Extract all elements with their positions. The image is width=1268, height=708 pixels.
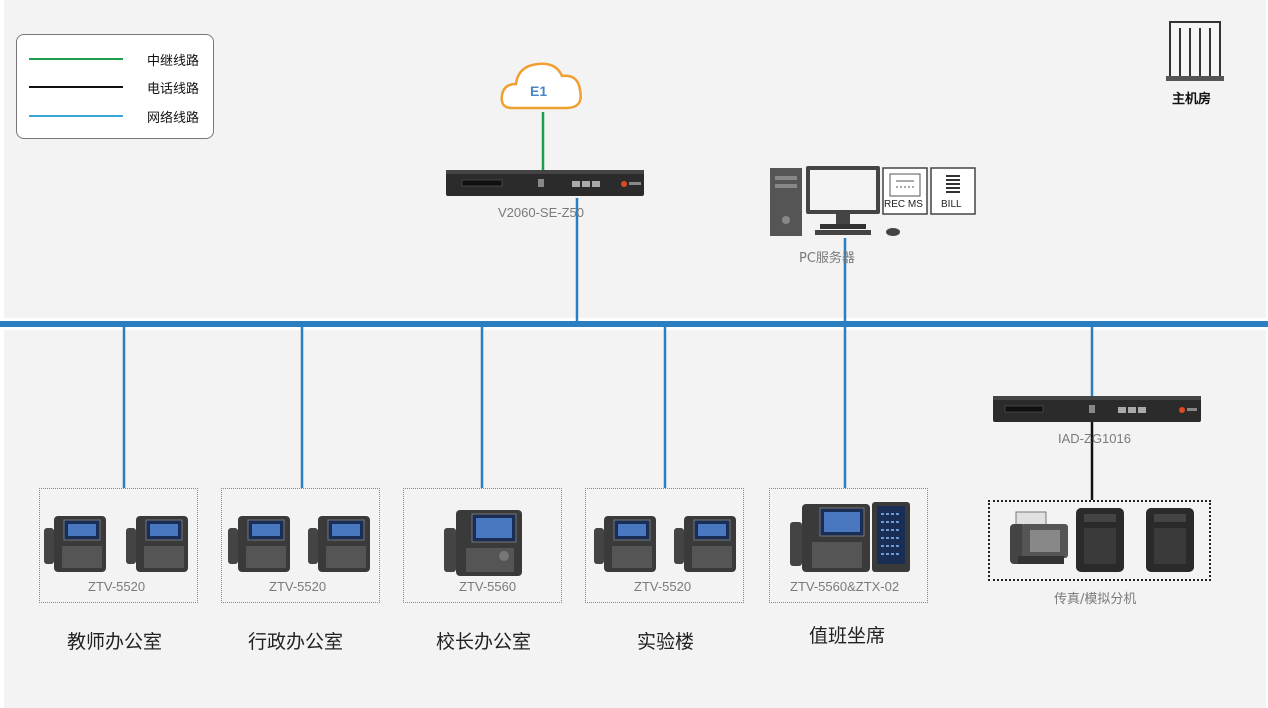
zone-box-1 bbox=[39, 488, 198, 603]
pc-server-label: PC服务器 bbox=[799, 251, 855, 266]
legend-line-phone bbox=[29, 86, 123, 88]
zone-box-5 bbox=[769, 488, 928, 603]
gateway-device-icon bbox=[446, 170, 644, 196]
bill-label: BILL bbox=[941, 199, 962, 210]
network-backbone bbox=[0, 321, 1268, 327]
room-label: 值班坐席 bbox=[809, 625, 886, 647]
ip-phone-icon bbox=[228, 516, 290, 572]
top-panel bbox=[4, 0, 1266, 318]
cloud-icon bbox=[500, 62, 582, 110]
fax-group-devices bbox=[1010, 508, 1194, 572]
legend-item-trunk: 中继线路 bbox=[27, 48, 207, 69]
fax-machine-icon bbox=[1010, 511, 1068, 564]
legend-label: 网络线路 bbox=[147, 111, 200, 126]
zone-box-4 bbox=[585, 488, 744, 603]
zone-model-label: ZTV-5560&ZTX-02 bbox=[790, 579, 900, 594]
cloud-label: E1 bbox=[530, 83, 548, 99]
server-rack-icon bbox=[1166, 21, 1224, 81]
room-label: 校长办公室 bbox=[436, 631, 532, 653]
room-label: 行政办公室 bbox=[248, 631, 344, 653]
ip-phone-icon bbox=[444, 510, 522, 576]
zone-box-2 bbox=[221, 488, 380, 603]
analog-phone-icon bbox=[1146, 508, 1194, 572]
legend-item-network: 网络线路 bbox=[27, 105, 207, 126]
iad-label: IAD-ZG1016 bbox=[1058, 431, 1131, 446]
iad-device-icon bbox=[993, 396, 1201, 422]
phone-group-zone-5 bbox=[790, 502, 910, 572]
zone-box-3 bbox=[403, 488, 562, 603]
legend-line-trunk bbox=[29, 58, 123, 60]
fax-group-box bbox=[988, 500, 1211, 581]
zone-model-label: ZTV-5520 bbox=[88, 579, 146, 594]
fax-group-label: 传真/模拟分机 bbox=[1054, 592, 1137, 607]
ip-phone-icon bbox=[44, 516, 106, 572]
pc-server-icon bbox=[770, 166, 900, 236]
ip-phone-icon bbox=[790, 504, 870, 572]
rec-ms-label: REC MS bbox=[884, 199, 923, 210]
machine-room-label: 主机房 bbox=[1172, 92, 1212, 107]
ip-phone-icon bbox=[674, 516, 736, 572]
phone-group-zone-2 bbox=[228, 516, 370, 572]
phone-group-zone-3 bbox=[444, 510, 522, 576]
phone-group-zone-1 bbox=[44, 516, 188, 572]
expansion-module-icon bbox=[872, 502, 910, 572]
zone-model-label: ZTV-5520 bbox=[634, 579, 692, 594]
zone-model-label: ZTV-5520 bbox=[269, 579, 327, 594]
phone-group-zone-4 bbox=[594, 516, 736, 572]
legend-item-phone: 电话线路 bbox=[27, 76, 207, 97]
ip-phone-icon bbox=[308, 516, 370, 572]
legend: 中继线路 电话线路 网络线路 bbox=[16, 34, 214, 139]
analog-phone-icon bbox=[1076, 508, 1124, 572]
room-label: 教师办公室 bbox=[67, 631, 163, 653]
ip-phone-icon bbox=[126, 516, 188, 572]
legend-label: 中继线路 bbox=[147, 54, 200, 69]
network-drops bbox=[122, 198, 1094, 488]
bill-icon bbox=[930, 167, 976, 215]
zone-model-label: ZTV-5560 bbox=[459, 579, 517, 594]
room-label: 实验楼 bbox=[637, 631, 695, 653]
gateway-label: V2060-SE-Z50 bbox=[498, 205, 584, 220]
rec-ms-icon bbox=[882, 167, 928, 215]
legend-line-network bbox=[29, 115, 123, 117]
legend-label: 电话线路 bbox=[147, 82, 200, 97]
ip-phone-icon bbox=[594, 516, 656, 572]
